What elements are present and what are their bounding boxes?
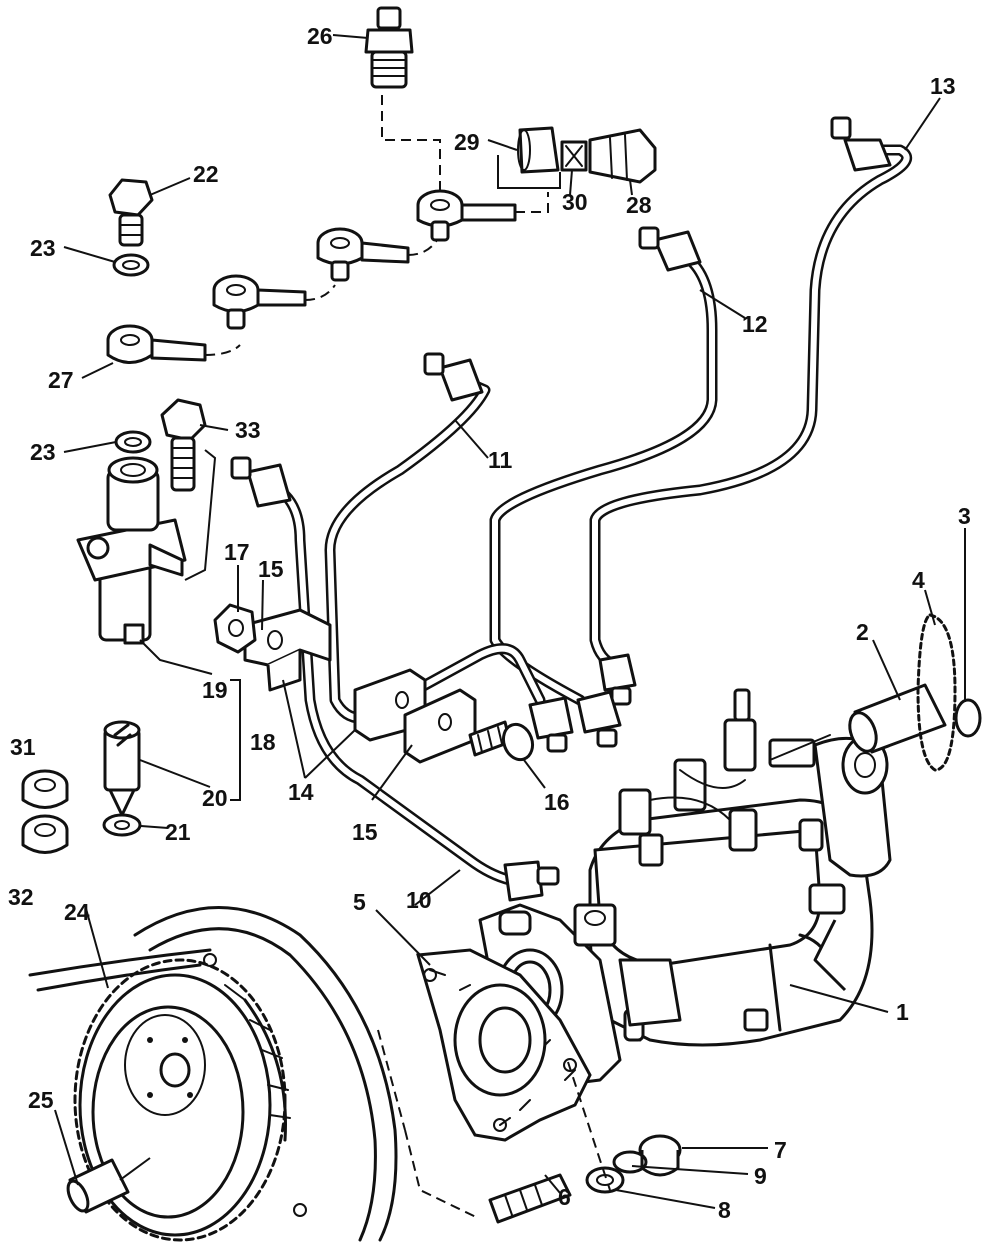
callout-18: 18	[250, 729, 276, 755]
nozzle-washer	[102, 813, 142, 837]
callout-5: 5	[353, 889, 366, 915]
adapter-fitting	[364, 6, 414, 89]
injection-pump-drive-gear	[73, 958, 291, 1242]
bracket-18	[230, 679, 241, 801]
sealing-washer-lower	[114, 430, 152, 454]
drive-plate	[916, 613, 957, 772]
callout-23b: 23	[30, 439, 56, 465]
injector-assembly	[76, 456, 213, 675]
end-cap	[954, 698, 982, 738]
callout-14: 14	[288, 779, 314, 805]
callout-2: 2	[856, 619, 869, 645]
union-connector	[588, 128, 657, 184]
callout-9: 9	[754, 1163, 767, 1189]
fuel-pipe-10	[230, 456, 560, 902]
callout-20: 20	[202, 785, 228, 811]
callout-29: 29	[454, 129, 480, 155]
callout-7: 7	[774, 1137, 787, 1163]
washer-32	[21, 814, 69, 854]
pipe-clamp-upper	[243, 608, 332, 692]
leak-off-banjo-27	[106, 324, 241, 364]
callout-24: 24	[64, 899, 90, 925]
callout-21: 21	[165, 819, 191, 845]
stud-nut-washers	[585, 1134, 682, 1194]
leak-off-banjo-2	[212, 274, 336, 330]
filter-gauze	[560, 140, 588, 172]
callout-13: 13	[930, 73, 956, 99]
callout-33: 33	[235, 417, 261, 443]
callout-28: 28	[626, 192, 652, 218]
nozzle	[103, 720, 141, 817]
callout-10: 10	[406, 887, 432, 913]
callout-8: 8	[718, 1197, 731, 1223]
drive-gasket	[416, 948, 592, 1142]
callout-17: 17	[224, 539, 250, 565]
callout-15a: 15	[258, 556, 284, 582]
callout-1: 1	[896, 999, 909, 1025]
clamp-nut	[213, 603, 257, 654]
gear-bolt	[66, 1157, 151, 1214]
dash-connectors	[381, 95, 561, 190]
callout-30: 30	[562, 189, 588, 215]
callout-labels: 1 2 3 4 5 6 7 8 9 10 11 12 13 14 15 15 1…	[8, 23, 971, 1223]
callout-15b: 15	[352, 819, 378, 845]
callout-6: 6	[558, 1184, 571, 1210]
callout-23a: 23	[30, 235, 56, 261]
injection-pump	[478, 688, 892, 1087]
adapter-nut	[517, 126, 560, 174]
callout-26: 26	[307, 23, 333, 49]
callout-4: 4	[912, 567, 925, 593]
callout-3: 3	[958, 503, 971, 529]
fuel-pipe-11	[324, 352, 574, 753]
callout-12: 12	[742, 311, 768, 337]
mounting-stud	[377, 1029, 611, 1224]
callout-16: 16	[544, 789, 570, 815]
callout-32: 32	[8, 884, 34, 910]
injector-clamp-bolt	[160, 398, 217, 581]
callout-25: 25	[28, 1087, 54, 1113]
leader-lines	[54, 34, 966, 1209]
sealing-washer-upper	[112, 253, 150, 277]
callout-19: 19	[202, 677, 228, 703]
clamp-bolt	[468, 720, 535, 762]
pipe-clamp-lower	[353, 668, 477, 764]
callout-11: 11	[488, 447, 513, 473]
drive-hub	[848, 683, 947, 754]
banjo-bolt	[108, 178, 154, 247]
callout-27: 27	[48, 367, 74, 393]
washer-31	[21, 769, 69, 809]
leak-off-banjo-3	[316, 227, 441, 282]
leak-off-banjo-4	[416, 189, 549, 242]
callout-31: 31	[10, 734, 36, 760]
callout-22: 22	[193, 161, 219, 187]
